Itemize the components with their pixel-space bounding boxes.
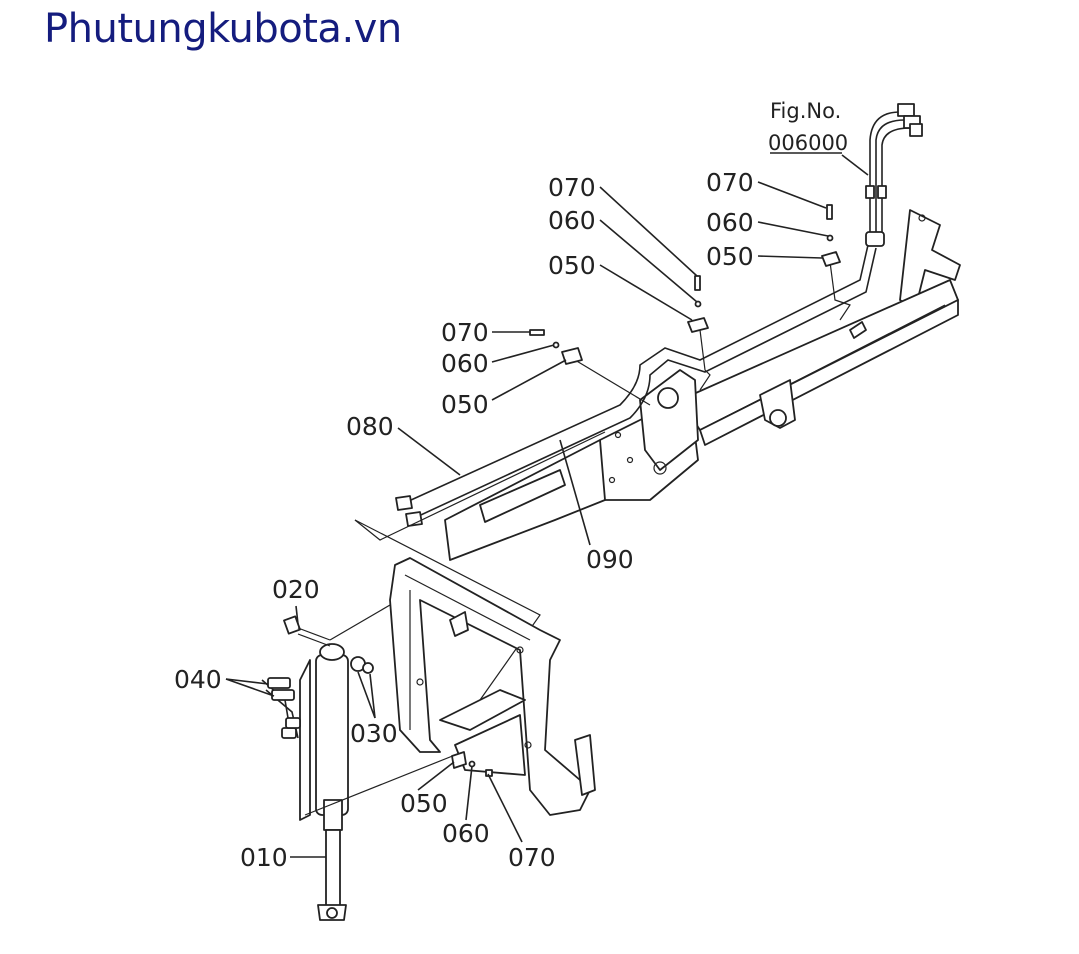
callout-050-mid-left: 050	[441, 390, 489, 419]
fasteners	[451, 204, 841, 777]
hydraulic-pipes	[395, 244, 877, 527]
hydraulic-cylinder	[299, 643, 456, 921]
hose-couplers	[865, 103, 923, 247]
callout-010: 010	[240, 843, 288, 872]
main-beam	[679, 279, 959, 446]
callout-040: 040	[174, 665, 222, 694]
callout-060-top-right: 060	[706, 208, 754, 237]
callout-labels: Fig.No. 006000 070 060 050 070 060 050 0…	[174, 99, 848, 872]
fig-label: Fig.No.	[770, 99, 841, 123]
callout-060-top-mid: 060	[548, 206, 596, 235]
fig-number: 006000	[768, 131, 848, 155]
callout-070-bottom: 070	[508, 843, 556, 872]
callout-090: 090	[586, 545, 634, 574]
front-arm-assembly	[444, 369, 699, 561]
bolt-nuts	[283, 604, 391, 674]
callout-050-top-right: 050	[706, 242, 754, 271]
site-title: Phutungkubota.vn	[44, 6, 402, 52]
callout-050-top-mid: 050	[548, 251, 596, 280]
callout-030: 030	[350, 719, 398, 748]
cylinder-hoses	[261, 677, 301, 739]
callout-070-mid-left: 070	[441, 318, 489, 347]
loader-frame	[389, 557, 596, 816]
leader-lines	[225, 152, 869, 858]
callout-080: 080	[346, 412, 394, 441]
callout-060-mid-left: 060	[441, 349, 489, 378]
callout-050-bottom: 050	[400, 789, 448, 818]
callout-070-top-right: 070	[706, 168, 754, 197]
callout-060-bottom: 060	[442, 819, 490, 848]
link-lines	[354, 261, 851, 701]
callout-020: 020	[272, 575, 320, 604]
callout-070-top-mid: 070	[548, 173, 596, 202]
